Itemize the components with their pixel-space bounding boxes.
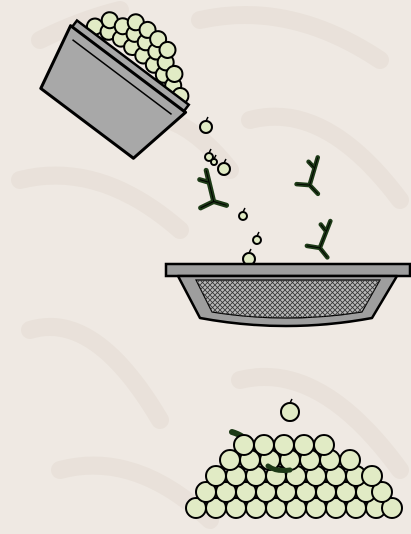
pile-berry [254,435,274,455]
pile-berry [206,466,226,486]
falling-berry [281,403,299,421]
pile-berry [274,435,294,455]
falling-berry [211,159,217,165]
pile-berry [362,466,382,486]
pile-berry [340,450,360,470]
pile-berry [314,435,334,455]
sieve-mesh-hatch [196,280,380,318]
sieve-rim [166,264,410,276]
pile-berry [234,435,254,455]
pile-berry [294,435,314,455]
falling-berry [218,163,230,175]
falling-berry [253,236,261,244]
falling-berry [200,121,212,133]
sieve [166,264,410,326]
falling-berry [239,212,247,220]
